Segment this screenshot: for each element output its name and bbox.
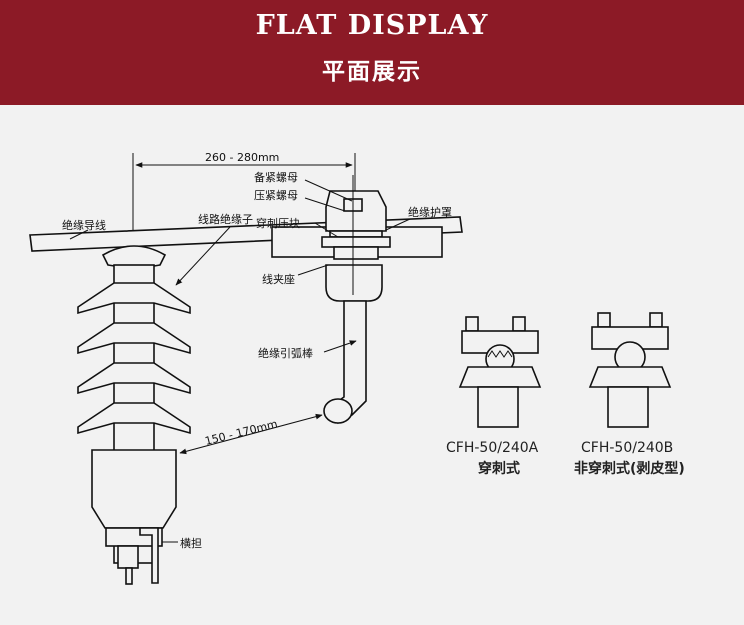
dimension-arc-label: 150 - 170mm [204, 417, 279, 448]
dimension-line-arc [179, 413, 323, 455]
model-b-code: CFH-50/240B [581, 440, 673, 456]
arc-rod-label: 绝缘引弧棒 [258, 346, 313, 360]
model-b-type: 非穿刺式(剥皮型) [574, 460, 685, 477]
page-title: FLAT DISPLAY [255, 10, 489, 41]
model-a-type: 穿刺式 [478, 460, 520, 477]
press-nut-label: 压紧螺母 [254, 189, 298, 202]
arc-rod-leader [323, 340, 357, 353]
insulated-cover-label: 绝缘护罩 [408, 205, 452, 219]
crossarm [139, 527, 159, 584]
clamp-seat-leader [297, 264, 329, 276]
insulated-wire-label: 绝缘导线 [62, 218, 106, 232]
wire-leader [69, 229, 89, 240]
clamp-assembly [271, 175, 443, 302]
backup-nut-label: 备紧螺母 [254, 170, 298, 184]
header-banner: FLAT DISPLAY 平面展示 [0, 0, 744, 105]
crossarm-label: 横担 [180, 536, 202, 550]
model-a-code: CFH-50/240A [446, 440, 539, 456]
press-nut-leader [304, 197, 346, 212]
model-a-diagram [458, 316, 542, 428]
clamp-seat-label: 线夹座 [262, 272, 295, 286]
insulator-leader [175, 226, 231, 286]
dimension-top-label: 260 - 280mm [205, 151, 279, 164]
line-insulator [77, 245, 191, 585]
line-insulator-label: 线路绝缘子 [198, 212, 253, 226]
arc-rod-tip [323, 398, 353, 424]
pierce-block-leader [314, 222, 339, 238]
insulated-cover-leader [385, 218, 411, 231]
model-b-diagram [588, 312, 672, 428]
pierce-block-label: 穿刺压块 [256, 216, 300, 230]
product-diagram: 260 - 280mm 绝缘导线 线路绝缘子 横担 [29, 151, 685, 585]
backup-nut-leader [304, 179, 353, 202]
page-subtitle: 平面展示 [322, 58, 422, 85]
